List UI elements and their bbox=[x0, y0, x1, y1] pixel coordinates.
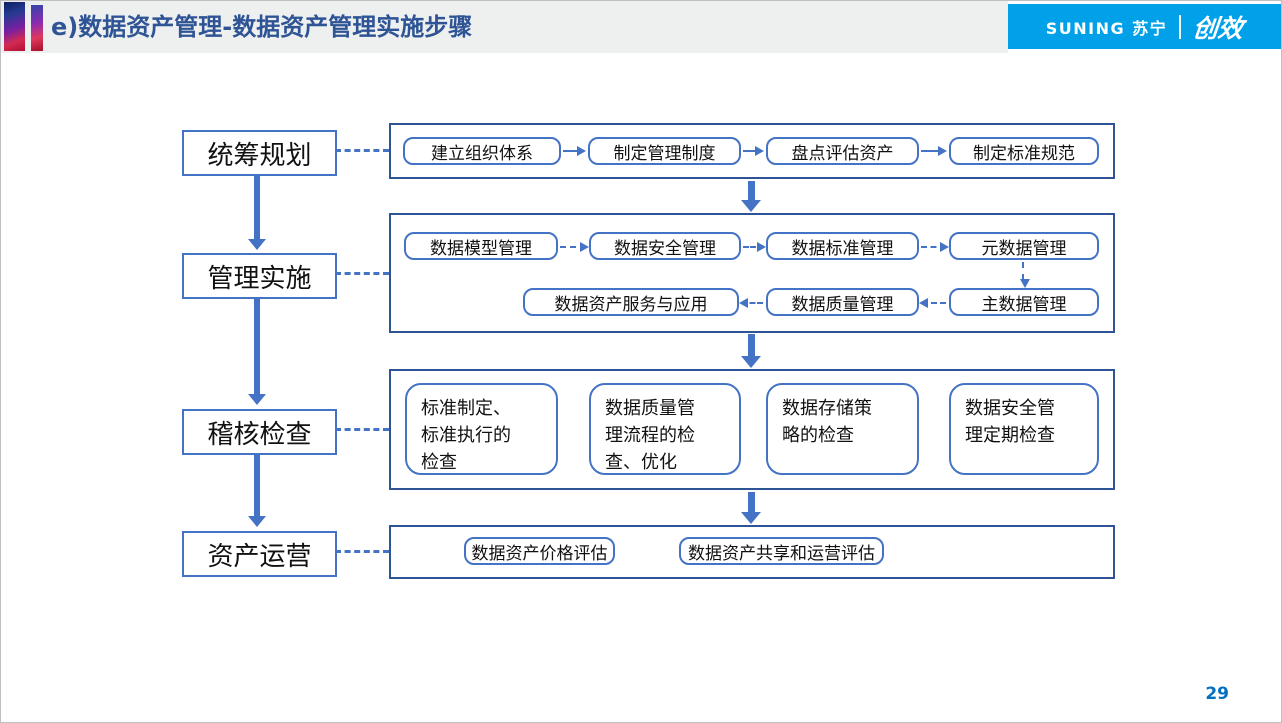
stage-box-audit: 稽核检查 bbox=[182, 409, 337, 455]
dashed-connector-line bbox=[335, 550, 389, 553]
decorative-light-streaks-icon bbox=[4, 2, 25, 51]
header-bar: e)数据资产管理-数据资产管理实施步骤 bbox=[1, 1, 1008, 53]
step-box: 数据质量管理 bbox=[766, 288, 919, 316]
step-box: 盘点评估资产 bbox=[766, 137, 919, 165]
page-title: e)数据资产管理-数据资产管理实施步骤 bbox=[51, 13, 473, 41]
dashed-arrow-right-icon bbox=[743, 242, 766, 252]
step-box: 数据标准管理 bbox=[766, 232, 919, 260]
audit-box: 数据质量管 理流程的检 查、优化 bbox=[589, 383, 741, 475]
brand-name: SUNING 苏宁 bbox=[1045, 18, 1168, 38]
step-box: 制定管理制度 bbox=[588, 137, 741, 165]
flow-down-arrow-icon bbox=[741, 492, 761, 524]
flow-down-arrow-icon bbox=[741, 181, 761, 212]
audit-box: 标准制定、 标准执行的 检查 bbox=[405, 383, 558, 475]
down-arrow-icon bbox=[248, 297, 266, 405]
step-box: 数据安全管理 bbox=[589, 232, 741, 260]
step-box: 制定标准规范 bbox=[949, 137, 1099, 165]
brand-logo: SUNING 苏宁 创效 bbox=[1008, 4, 1281, 49]
dashed-arrow-down-icon bbox=[1020, 262, 1030, 288]
dashed-connector-line bbox=[335, 272, 389, 275]
dashed-arrow-left-icon bbox=[739, 298, 763, 308]
brand-divider bbox=[1179, 14, 1182, 39]
flow-down-arrow-icon bbox=[741, 334, 761, 368]
arrow-right-icon bbox=[921, 146, 947, 156]
arrow-right-icon bbox=[743, 146, 764, 156]
dashed-connector-line bbox=[335, 428, 389, 431]
audit-box-label: 标准制定、 标准执行的 检查 bbox=[421, 398, 511, 473]
step-box: 数据资产价格评估 bbox=[464, 537, 615, 565]
stage-box-planning: 统筹规划 bbox=[182, 130, 337, 176]
stage-box-implementation: 管理实施 bbox=[182, 253, 337, 299]
dashed-arrow-right-icon bbox=[560, 242, 589, 252]
page-number: 29 bbox=[1205, 684, 1229, 704]
audit-box-label: 数据存储策 略的检查 bbox=[782, 398, 872, 446]
step-box: 建立组织体系 bbox=[403, 137, 561, 165]
audit-box: 数据安全管 理定期检查 bbox=[949, 383, 1099, 475]
step-box: 数据资产共享和运营评估 bbox=[679, 537, 884, 565]
brand-slogan: 创效 bbox=[1191, 13, 1245, 43]
step-box: 主数据管理 bbox=[949, 288, 1099, 316]
down-arrow-icon bbox=[248, 453, 266, 527]
down-arrow-icon bbox=[248, 174, 266, 250]
audit-box: 数据存储策 略的检查 bbox=[766, 383, 919, 475]
step-box: 数据资产服务与应用 bbox=[523, 288, 739, 316]
step-box: 数据模型管理 bbox=[404, 232, 558, 260]
audit-box-label: 数据质量管 理流程的检 查、优化 bbox=[605, 398, 695, 473]
arrow-right-icon bbox=[563, 146, 586, 156]
decorative-light-streaks-icon bbox=[31, 5, 43, 51]
stage-box-operation: 资产运营 bbox=[182, 531, 337, 577]
dashed-connector-line bbox=[335, 149, 389, 152]
dashed-arrow-left-icon bbox=[919, 298, 946, 308]
dashed-arrow-right-icon bbox=[921, 242, 949, 252]
step-box: 元数据管理 bbox=[949, 232, 1099, 260]
audit-box-label: 数据安全管 理定期检查 bbox=[965, 398, 1055, 446]
